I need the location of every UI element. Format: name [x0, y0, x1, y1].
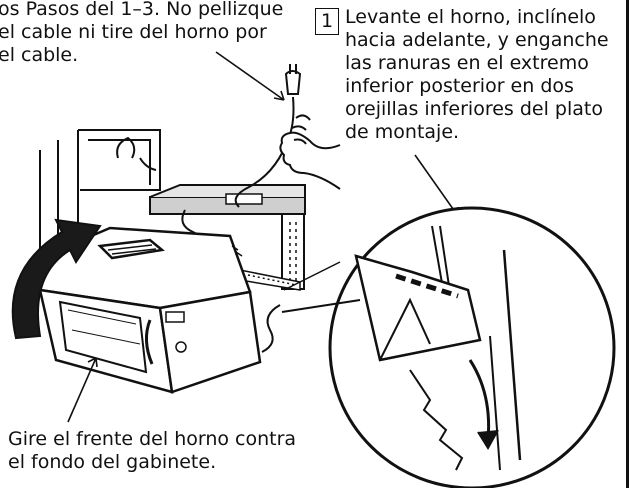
step-line: Levante el horno, inclínelo	[345, 6, 596, 28]
step-line: hacia adelante, y enganche	[345, 29, 609, 51]
intro-line: el cable ni tire del horno por	[0, 21, 267, 43]
intro-paragraph: os Pasos del 1–3. No pellizque el cable …	[0, 0, 283, 67]
step-line: inferior posterior en dos	[345, 75, 574, 97]
caption-line: Gire el frente del horno contra	[8, 428, 297, 450]
intro-line: el cable.	[0, 44, 79, 66]
hand	[279, 114, 341, 190]
oven-caption: Gire el frente del horno contra el fondo…	[8, 428, 296, 474]
mounting-plate	[149, 184, 306, 291]
step-number-box: 1	[315, 8, 339, 35]
step-instruction: Levante el horno, inclínelo hacia adelan…	[345, 6, 609, 144]
cabinet-wall	[39, 129, 161, 255]
step-line: orejillas inferiores del plato	[345, 98, 603, 120]
page-edge-rule	[626, 0, 629, 488]
detail-magnifier	[281, 206, 616, 488]
caption-line: el fondo del gabinete.	[8, 451, 217, 473]
power-cord	[181, 64, 302, 353]
rotation-arrow	[11, 218, 102, 340]
step-line: de montaje.	[345, 121, 460, 143]
step-line: las ranuras en el extremo	[345, 52, 589, 74]
intro-line: os Pasos del 1–3. No pellizque	[0, 0, 284, 20]
